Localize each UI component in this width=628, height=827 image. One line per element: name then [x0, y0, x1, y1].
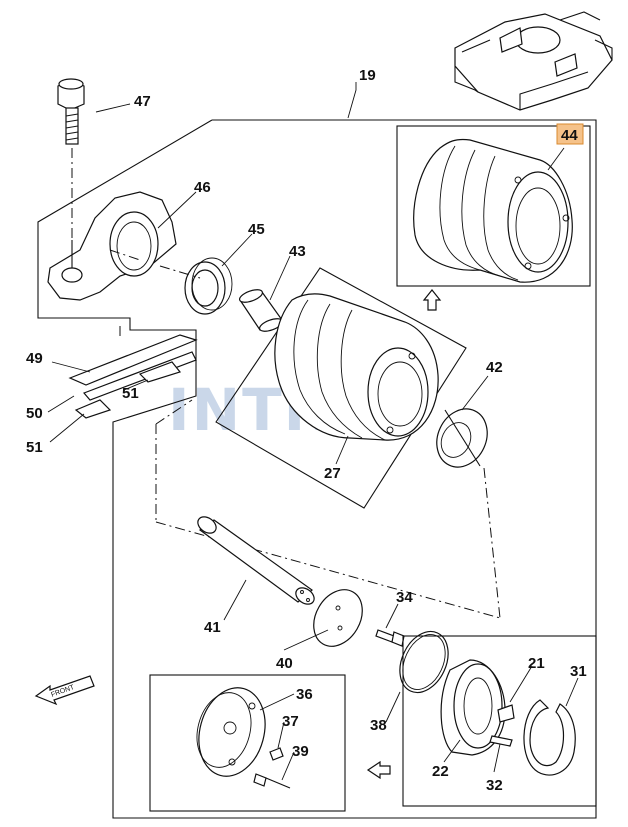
roller-part-27 [215, 267, 467, 509]
callout-50: 50 [26, 405, 43, 422]
callout-41: 41 [204, 619, 221, 636]
callout-42: 42 [486, 359, 503, 376]
callout-36: 36 [296, 686, 313, 703]
shaft-part-41 [197, 516, 315, 605]
direction-arrows [366, 289, 442, 780]
undercarriage-thumbnail [454, 11, 613, 111]
callout-19: 19 [359, 67, 376, 84]
plate-part-40 [313, 589, 363, 647]
front-direction-arrow: FRONT [34, 675, 95, 706]
collar-part-42 [436, 408, 488, 468]
callout-51-upper: 51 [122, 385, 139, 402]
part-44-highlight [556, 123, 584, 145]
callout-32: 32 [486, 777, 503, 794]
leader-lines [47, 82, 579, 781]
callout-22: 22 [432, 763, 449, 780]
oring-part-38 [399, 630, 449, 694]
callout-31: 31 [570, 663, 587, 680]
assembly-axes [109, 249, 501, 619]
callout-51-lower: 51 [26, 439, 43, 456]
bolt-part-47 [57, 78, 85, 242]
bushing-part-43 [238, 289, 284, 332]
seal-part-45 [184, 257, 233, 315]
shims-49-50-51 [68, 334, 198, 419]
callout-44: 44 [561, 127, 578, 144]
callout-labels: 19 47 46 45 43 44 49 50 51 51 42 27 41 3… [26, 67, 587, 794]
callout-39: 39 [292, 743, 309, 760]
callout-47: 47 [134, 93, 151, 110]
callout-38: 38 [370, 717, 387, 734]
callout-37: 37 [282, 713, 299, 730]
bracket-part-46 [47, 191, 177, 301]
callout-34: 34 [396, 589, 413, 606]
callout-21: 21 [528, 655, 545, 672]
callout-43: 43 [289, 243, 306, 260]
callout-27: 27 [324, 465, 341, 482]
callout-49: 49 [26, 350, 43, 367]
callout-46: 46 [194, 179, 211, 196]
inset-cap-22 [402, 635, 597, 807]
part-44-inset [396, 125, 591, 287]
callout-40: 40 [276, 655, 293, 672]
bolt-part-34 [375, 629, 405, 647]
callout-45: 45 [248, 221, 265, 238]
inset-cover-36 [149, 674, 346, 812]
